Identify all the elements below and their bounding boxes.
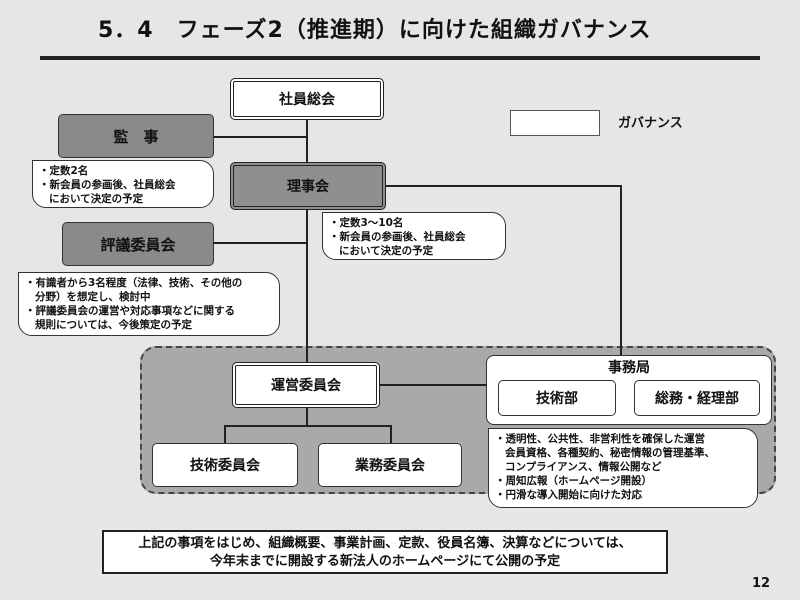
- board-note-line: ・新会員の参画後、社員総会: [329, 231, 466, 243]
- secretariat-note-line: ・円滑な導入開始に向けた対応: [495, 489, 642, 501]
- general-assembly-box: 社員総会: [230, 78, 384, 120]
- connector-business-committee: [390, 425, 392, 443]
- footer-line: 今年末までに開設する新法人のホームページにて公開の予定: [209, 554, 561, 569]
- connector-committees-h: [224, 425, 392, 427]
- secretariat-note-line: コンプライアンス、情報公開など: [505, 461, 662, 473]
- connector-assembly-board: [306, 118, 308, 164]
- title-underline: [40, 56, 760, 60]
- secretariat-label: 事務局: [608, 360, 650, 376]
- tech-dept-label: 技術部: [536, 391, 578, 407]
- connector-board-steering: [306, 210, 308, 364]
- connector-steering-down: [306, 406, 308, 426]
- council-note-line: ・評議委員会の運営や対応事項などに関する: [25, 305, 235, 317]
- tech-committee-label: 技術委員会: [190, 458, 260, 474]
- footer-note: 上記の事項をはじめ、組織概要、事業計画、定款、役員名簿、決算などについては、 今…: [102, 530, 668, 574]
- admin-dept-box: 総務・経理部: [634, 380, 760, 416]
- board-box: 理事会: [230, 162, 386, 210]
- council-box: 評議委員会: [62, 222, 214, 266]
- auditor-note-line: において決定の予定: [49, 193, 144, 205]
- tech-committee-box: 技術委員会: [152, 443, 298, 487]
- page-number: 12: [752, 576, 771, 591]
- page-title: 5．4 フェーズ2（推進期）に向けた組織ガバナンス: [98, 18, 652, 43]
- council-note: ・有識者から3名程度（法律、技術、その他の 分野）を想定し、検討中 ・評議委員会…: [18, 272, 280, 336]
- business-committee-label: 業務委員会: [355, 458, 425, 474]
- auditor-label: 監 事: [113, 127, 159, 146]
- council-note-line: 分野）を想定し、検討中: [35, 291, 151, 303]
- council-note-line: ・有識者から3名程度（法律、技術、その他の: [25, 277, 243, 289]
- auditor-note-line: ・新会員の参画後、社員総会: [39, 179, 176, 191]
- board-note-line: において決定の予定: [339, 245, 434, 257]
- board-label: 理事会: [287, 179, 329, 195]
- connector-board-secretariat-v: [620, 185, 622, 357]
- board-note-line: ・定数3～10名: [329, 217, 404, 229]
- legend-swatch: [510, 110, 600, 136]
- connector-board-secretariat-h: [384, 185, 622, 187]
- secretariat-note-line: 会員資格、各種契約、秘密情報の管理基準、: [505, 447, 715, 459]
- legend-label: ガバナンス: [618, 116, 683, 131]
- steering-committee-label: 運営委員会: [271, 378, 341, 394]
- auditor-note: ・定数2名 ・新会員の参画後、社員総会 において決定の予定: [32, 160, 214, 208]
- business-committee-box: 業務委員会: [318, 443, 462, 487]
- secretariat-note: ・透明性、公共性、非営利性を確保した運営 会員資格、各種契約、秘密情報の管理基準…: [488, 428, 758, 508]
- footer-line: 上記の事項をはじめ、組織概要、事業計画、定款、役員名簿、決算などについては、: [138, 536, 632, 551]
- connector-steering-secretariat: [378, 384, 486, 386]
- auditor-note-line: ・定数2名: [39, 165, 89, 177]
- connector-council: [212, 242, 307, 244]
- secretariat-note-line: ・周知広報（ホームページ開設）: [495, 475, 652, 487]
- secretariat-note-line: ・透明性、公共性、非営利性を確保した運営: [495, 433, 705, 445]
- connector-auditor: [212, 136, 307, 138]
- connector-tech-committee: [224, 425, 226, 443]
- general-assembly-label: 社員総会: [279, 92, 335, 108]
- admin-dept-label: 総務・経理部: [655, 391, 739, 407]
- council-note-line: 規則については、今後策定の予定: [35, 319, 192, 331]
- auditor-box: 監 事: [58, 114, 214, 158]
- council-label: 評議委員会: [100, 235, 176, 254]
- board-note: ・定数3～10名 ・新会員の参画後、社員総会 において決定の予定: [322, 212, 506, 260]
- steering-committee-box: 運営委員会: [232, 362, 380, 408]
- tech-dept-box: 技術部: [498, 380, 616, 416]
